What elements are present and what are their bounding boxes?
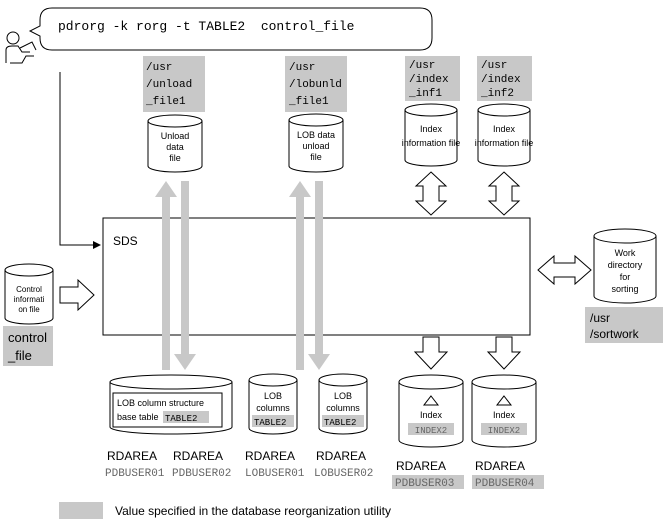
lob-base-table-drum: LOB column structure base table TABLE2 <box>109 374 233 435</box>
unload-data-file-drum: Unload data file <box>147 114 203 173</box>
svg-text:_inf1: _inf1 <box>408 88 442 100</box>
index1-drum: Index INDEX2 <box>398 374 464 448</box>
svg-text:file: file <box>310 152 322 162</box>
svg-text:/usr: /usr <box>146 62 172 74</box>
svg-text:information file: information file <box>402 138 461 148</box>
svg-text:/index: /index <box>409 74 449 86</box>
lobunld-path-label: /usr /lobunld _file1 <box>285 56 347 112</box>
svg-text:Index: Index <box>420 410 443 420</box>
svg-text:Control: Control <box>16 285 42 294</box>
svg-text:informati: informati <box>14 295 45 304</box>
svg-text:_file1: _file1 <box>288 96 329 108</box>
svg-text:PDBUSER03: PDBUSER03 <box>395 478 454 490</box>
index-inf1-bidirectional-arrow <box>414 171 448 216</box>
svg-text:information file: information file <box>475 138 534 148</box>
svg-text:_file1: _file1 <box>145 96 186 108</box>
command-to-sds-arrow <box>59 72 101 249</box>
work-directory-drum: Work directory for sorting <box>593 228 657 304</box>
svg-text:columns: columns <box>326 403 360 413</box>
svg-text:columns: columns <box>256 403 290 413</box>
svg-text:Index: Index <box>493 410 516 420</box>
legend-swatch <box>59 502 103 519</box>
index-inf2-path-label: /usr /index _inf2 <box>477 56 532 101</box>
svg-text:on file: on file <box>18 305 40 314</box>
index2-drum: Index INDEX2 <box>471 374 537 448</box>
svg-text:INDEX2: INDEX2 <box>488 426 520 436</box>
legend-text: Value specified in the database reorgani… <box>115 504 391 518</box>
svg-text:RDAREA: RDAREA <box>245 449 295 463</box>
svg-text:TABLE2: TABLE2 <box>324 418 356 428</box>
index-information-file-1-drum: Index information file <box>402 103 461 167</box>
sortwork-path-label: /usr /sortwork <box>585 307 663 343</box>
svg-text:Index: Index <box>420 124 443 134</box>
svg-text:PDBUSER04: PDBUSER04 <box>475 478 535 490</box>
svg-text:sorting: sorting <box>611 284 638 294</box>
svg-text:base table: base table <box>117 412 159 422</box>
svg-text:/usr: /usr <box>481 60 507 72</box>
svg-text:Unload: Unload <box>161 131 190 141</box>
control-information-file-drum: Control informati on file <box>4 263 54 325</box>
index2-triangle-icon <box>495 395 513 406</box>
unload-up-arrow <box>155 181 177 370</box>
svg-text:/sortwork: /sortwork <box>590 327 640 341</box>
svg-text:PDBUSER01: PDBUSER01 <box>105 468 165 480</box>
index1-down-arrow <box>413 336 449 370</box>
user-icon <box>5 31 37 64</box>
legend: Value specified in the database reorgani… <box>59 502 391 519</box>
index2-down-arrow <box>486 336 522 370</box>
svg-text:Work: Work <box>615 248 636 258</box>
svg-text:file: file <box>169 153 181 163</box>
index-inf2-bidirectional-arrow <box>487 171 521 216</box>
index-information-file-2-drum: Index information file <box>475 103 534 167</box>
svg-text:_inf2: _inf2 <box>480 88 514 100</box>
svg-text:RDAREA: RDAREA <box>107 449 157 463</box>
svg-text:LOBUSER02: LOBUSER02 <box>314 468 373 480</box>
svg-text:LOB column structure: LOB column structure <box>117 398 204 408</box>
svg-text:LOB: LOB <box>264 391 282 401</box>
svg-text:data: data <box>166 142 184 152</box>
svg-text:LOB data: LOB data <box>297 130 335 140</box>
unload-path-label: /usr /unload _file1 <box>143 56 205 112</box>
svg-text:RDAREA: RDAREA <box>396 459 446 473</box>
svg-text:/usr: /usr <box>409 60 435 72</box>
svg-text:LOBUSER01: LOBUSER01 <box>245 468 305 480</box>
lobunld-up-arrow <box>289 181 311 370</box>
svg-text:TABLE2: TABLE2 <box>165 414 197 424</box>
sds-work-bidirectional-arrow <box>537 254 592 286</box>
svg-text:/lobunld: /lobunld <box>289 79 342 91</box>
svg-text:RDAREA: RDAREA <box>475 459 525 473</box>
unload-down-arrow <box>174 181 196 370</box>
command-text: pdrorg -k rorg -t TABLE2 control_file <box>58 19 354 34</box>
svg-text:unload: unload <box>302 141 329 151</box>
svg-text:for: for <box>620 272 631 282</box>
lobunld-down-arrow <box>308 181 330 370</box>
svg-text:RDAREA: RDAREA <box>173 449 223 463</box>
svg-text:_file: _file <box>7 348 32 363</box>
svg-text:/usr: /usr <box>590 311 610 325</box>
svg-text:directory: directory <box>608 260 643 270</box>
index1-triangle-icon <box>422 395 440 406</box>
svg-text:PDBUSER02: PDBUSER02 <box>172 468 231 480</box>
svg-text:TABLE2: TABLE2 <box>254 418 286 428</box>
index-inf1-path-label: /usr /index _inf1 <box>405 56 460 101</box>
svg-text:LOB: LOB <box>334 391 352 401</box>
lob-data-unload-file-drum: LOB data unload file <box>288 113 344 173</box>
svg-text:INDEX2: INDEX2 <box>415 426 447 436</box>
svg-text:/usr: /usr <box>289 62 315 74</box>
svg-text:control: control <box>8 330 47 345</box>
svg-text:/index: /index <box>481 74 521 86</box>
rdarea-labels: RDAREA RDAREA RDAREA RDAREA RDAREA RDARE… <box>105 449 544 490</box>
svg-text:RDAREA: RDAREA <box>316 449 366 463</box>
command-bubble: pdrorg -k rorg -t TABLE2 control_file <box>28 7 433 51</box>
sds-label: SDS <box>113 234 138 248</box>
lob-columns-1-drum: LOB columns TABLE2 <box>248 373 298 435</box>
control-file-right-arrow <box>59 278 95 312</box>
control-file-path-label: control _file <box>3 326 53 366</box>
svg-text:/unload: /unload <box>146 79 192 91</box>
svg-text:Index: Index <box>493 124 516 134</box>
lob-columns-2-drum: LOB columns TABLE2 <box>318 373 368 435</box>
